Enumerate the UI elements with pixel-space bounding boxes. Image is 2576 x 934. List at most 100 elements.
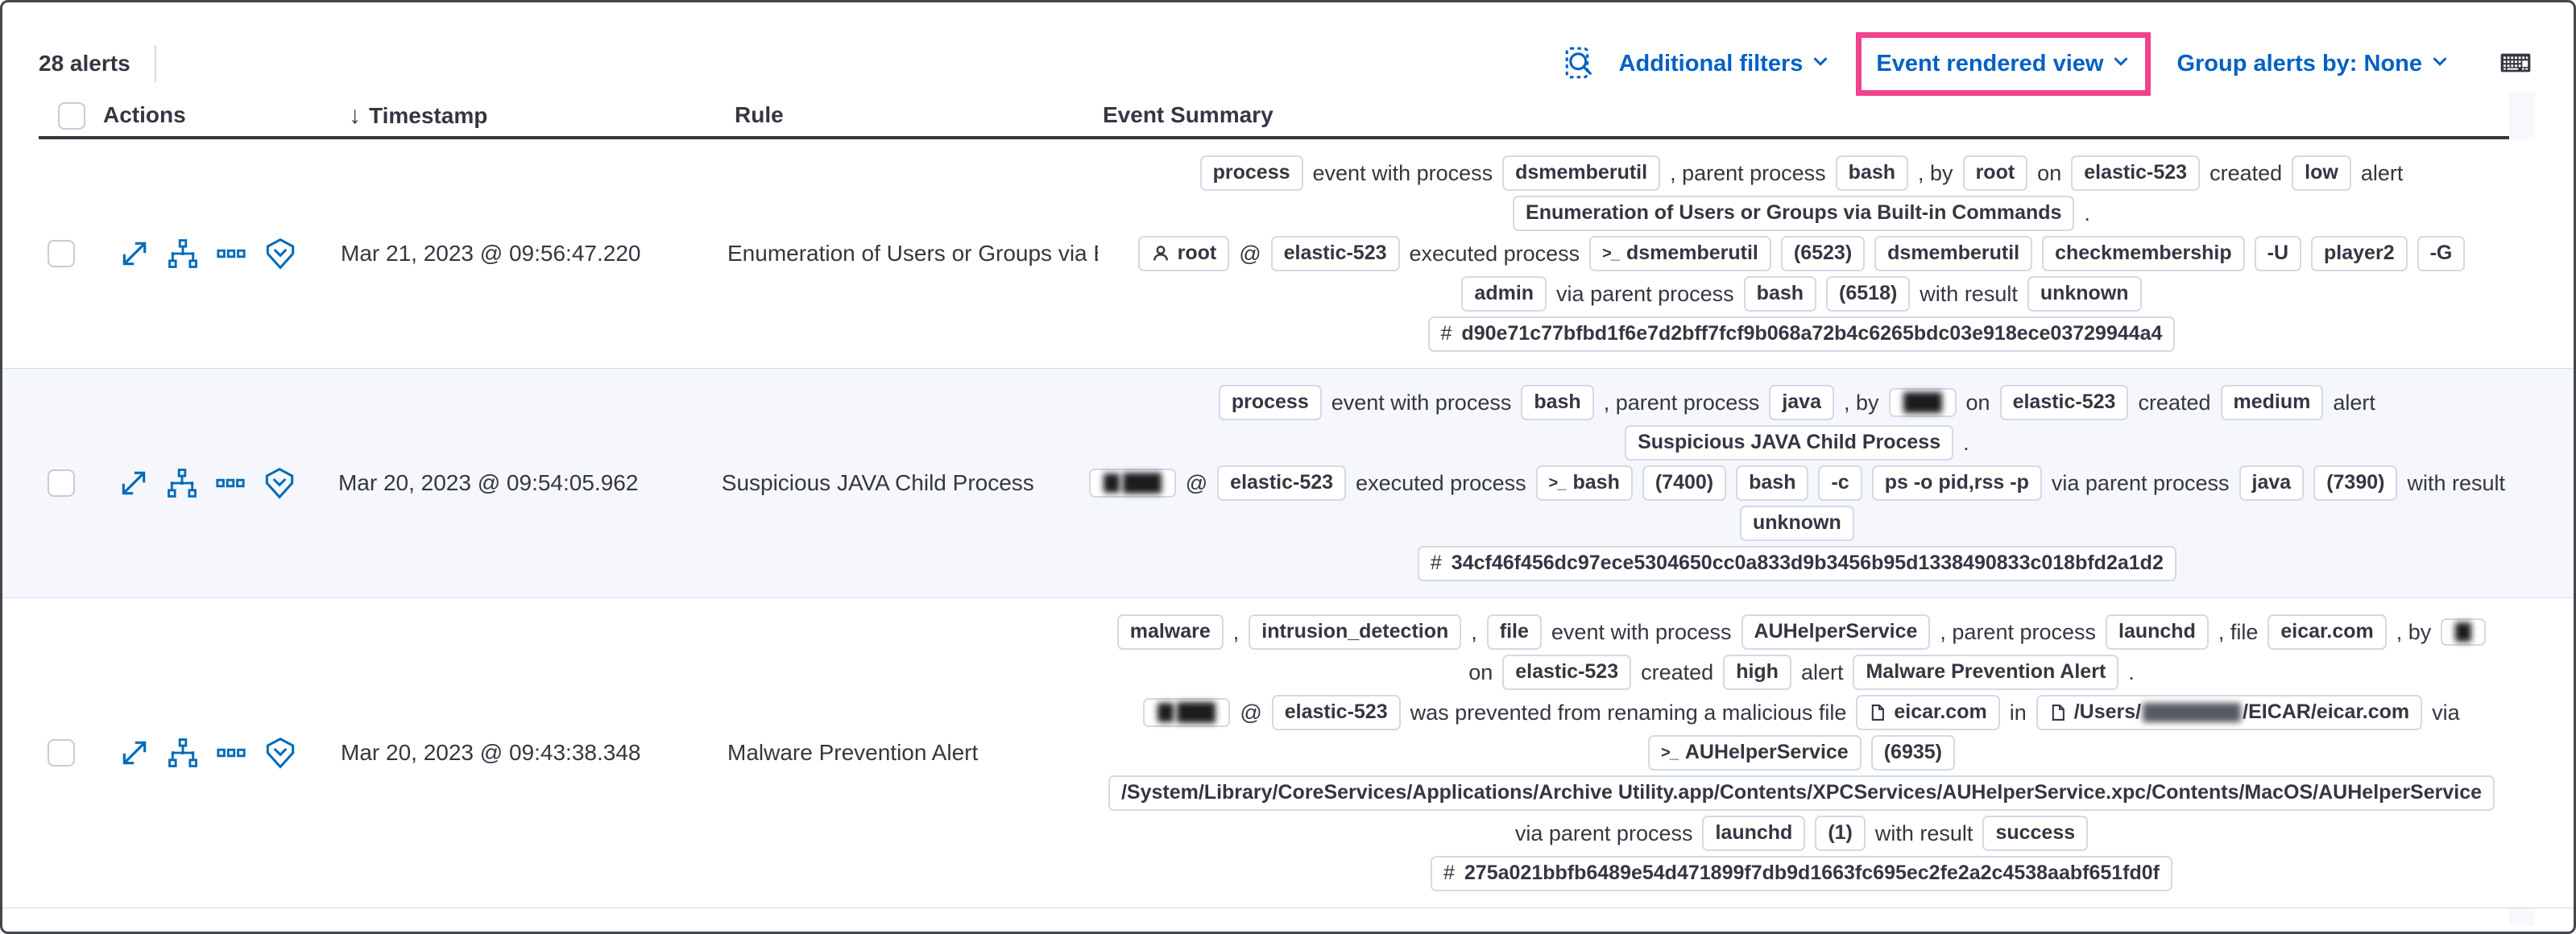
summary-field-badge[interactable]: >_dsmemberutil [1589,236,1771,271]
summary-line: #275a021bbfb6489e54d471899f7db9d1663fc69… [1098,856,2505,891]
summary-field-badge[interactable]: elastic-523 [1217,465,1347,501]
summary-field-badge[interactable]: bash [1835,155,1909,191]
summary-field-badge[interactable]: admin [1461,276,1547,312]
group-alerts-by-button[interactable]: Group alerts by: None [2176,51,2450,77]
keyboard-shortcuts-button[interactable] [2499,47,2532,81]
summary-field-badge[interactable]: AUHelperService [1741,614,1931,650]
summary-field-badge[interactable] [1888,388,1957,417]
summary-field-badge[interactable]: eicar.com [1856,695,2000,730]
summary-field-badge[interactable]: java [1769,385,1834,420]
terminal-icon: >_ [1602,244,1620,262]
expand-alert-button[interactable] [119,238,150,269]
summary-field-badge[interactable]: launchd [1702,816,1806,851]
summary-field-badge[interactable]: checkmembership [2042,236,2245,271]
summary-field-badge[interactable]: Enumeration of Users or Groups via Built… [1513,196,2075,231]
view-selector-button[interactable]: Event rendered view [1876,51,2131,77]
summary-field-badge[interactable] [1088,469,1176,498]
summary-field-badge[interactable]: medium [2220,385,2324,420]
hash-icon: # [1440,322,1452,345]
investigate-in-timeline-button[interactable] [264,238,296,270]
summary-text: via parent process [1556,281,1734,306]
summary-field-badge[interactable]: Suspicious JAVA Child Process [1625,425,1954,461]
summary-field-badge[interactable]: -G [2417,236,2466,271]
row-checkbox[interactable] [48,469,75,497]
header-timestamp[interactable]: ↓ Timestamp [349,102,488,129]
summary-field-badge[interactable]: -c [1818,465,1862,501]
chevron-down-icon [2111,51,2131,77]
summary-field-badge[interactable]: java [2238,465,2305,501]
summary-field-badge[interactable]: file [1486,614,1542,650]
summary-text: alert [2333,390,2375,415]
summary-field-badge[interactable]: #d90e71c77bfbd1f6e7d2bff7fcf9b068a72b4c6… [1427,316,2176,352]
summary-field-badge[interactable]: root [1962,155,2028,191]
summary-field-badge[interactable]: eicar.com [2267,614,2387,650]
select-all-checkbox[interactable] [58,102,85,130]
summary-field-badge[interactable]: bash [1743,276,1817,312]
boxes-horizontal-icon [215,468,246,498]
more-actions-button[interactable] [216,738,246,768]
rule-name-cell: Enumeration of Users or Groups via Bui [727,241,1098,266]
summary-field-badge[interactable]: (6523) [1780,236,1866,271]
summary-field-badge[interactable]: success [1982,816,2089,851]
summary-field-badge[interactable]: dsmemberutil [1502,155,1661,191]
summary-field-badge[interactable]: process [1218,385,1322,420]
additional-filters-button[interactable]: Additional filters [1619,51,1831,77]
analyze-event-button[interactable] [167,468,197,498]
summary-field-badge[interactable]: #275a021bbfb6489e54d471899f7db9d1663fc69… [1430,856,2172,891]
investigate-in-timeline-button[interactable] [263,467,296,499]
expand-alert-button[interactable] [118,468,149,498]
chevron-down-icon [2430,51,2450,77]
analyze-event-button[interactable] [168,738,198,768]
summary-field-badge[interactable]: elastic-523 [2071,155,2201,191]
summary-field-badge[interactable]: (1) [1815,816,1866,851]
boxes-horizontal-icon [216,238,246,269]
summary-field-badge[interactable]: unknown [1740,506,1854,541]
summary-field-badge[interactable]: (7390) [2313,465,2398,501]
more-actions-button[interactable] [216,238,246,269]
row-checkbox[interactable] [48,240,75,267]
summary-field-badge[interactable]: >_bash [1535,465,1633,501]
summary-field-badge[interactable]: player2 [2311,236,2408,271]
summary-field-badge[interactable]: (7400) [1642,465,1727,501]
summary-field-badge[interactable]: -U [2254,236,2302,271]
summary-text: in [2009,700,2027,725]
summary-field-badge[interactable] [1143,698,1231,727]
row-checkbox[interactable] [48,739,75,767]
summary-field-badge[interactable]: intrusion_detection [1249,614,1462,650]
summary-field-badge[interactable]: /System/Library/CoreServices/Application… [1108,775,2495,811]
summary-field-badge[interactable]: (6518) [1826,276,1911,312]
summary-field-badge[interactable]: process [1199,155,1303,191]
summary-field-badge[interactable]: launchd [2106,614,2209,650]
summary-field-badge[interactable]: (6935) [1870,735,1955,771]
expand-icon [118,468,149,498]
hash-icon: # [1430,552,1442,575]
summary-field-badge[interactable]: >_AUHelperService [1648,735,1862,771]
summary-field-badge[interactable]: low [2292,155,2351,191]
more-actions-button[interactable] [215,468,246,498]
summary-field-badge[interactable]: high [1723,655,1791,690]
expand-alert-button[interactable] [119,738,150,768]
summary-field-badge[interactable]: elastic-523 [1271,695,1401,730]
summary-field-badge[interactable]: malware [1116,614,1224,650]
summary-field-badge[interactable]: unknown [2027,276,2142,312]
summary-field-badge[interactable]: elastic-523 [1999,385,2129,420]
redacted-value [2455,622,2472,642]
summary-field-badge[interactable]: elastic-523 [1270,236,1400,271]
investigate-in-timeline-button[interactable] [264,737,296,769]
summary-field-badge[interactable] [2441,618,2487,646]
summary-line: unknown [1089,506,2505,541]
summary-field-badge[interactable]: root [1137,236,1230,271]
summary-field-badge[interactable]: dsmemberutil [1874,236,2033,271]
analyze-event-button[interactable] [168,238,198,269]
summary-field-badge[interactable]: bash [1521,385,1594,420]
summary-field-badge[interactable]: #34cf46f456dc97ece5304650cc0a833d9b3456b… [1417,546,2176,581]
summary-field-badge[interactable]: elastic-523 [1502,655,1632,690]
summary-text: @ [1240,700,1262,725]
summary-field-badge[interactable]: Malware Prevention Alert [1853,655,2119,690]
summary-field-badge[interactable]: bash [1736,465,1809,501]
inspect-button[interactable] [1563,46,1597,82]
summary-field-badge[interactable]: /Users//EICAR/eicar.com [2036,695,2423,730]
summary-field-badge[interactable]: ps -o pid,rss -p [1871,465,2042,501]
